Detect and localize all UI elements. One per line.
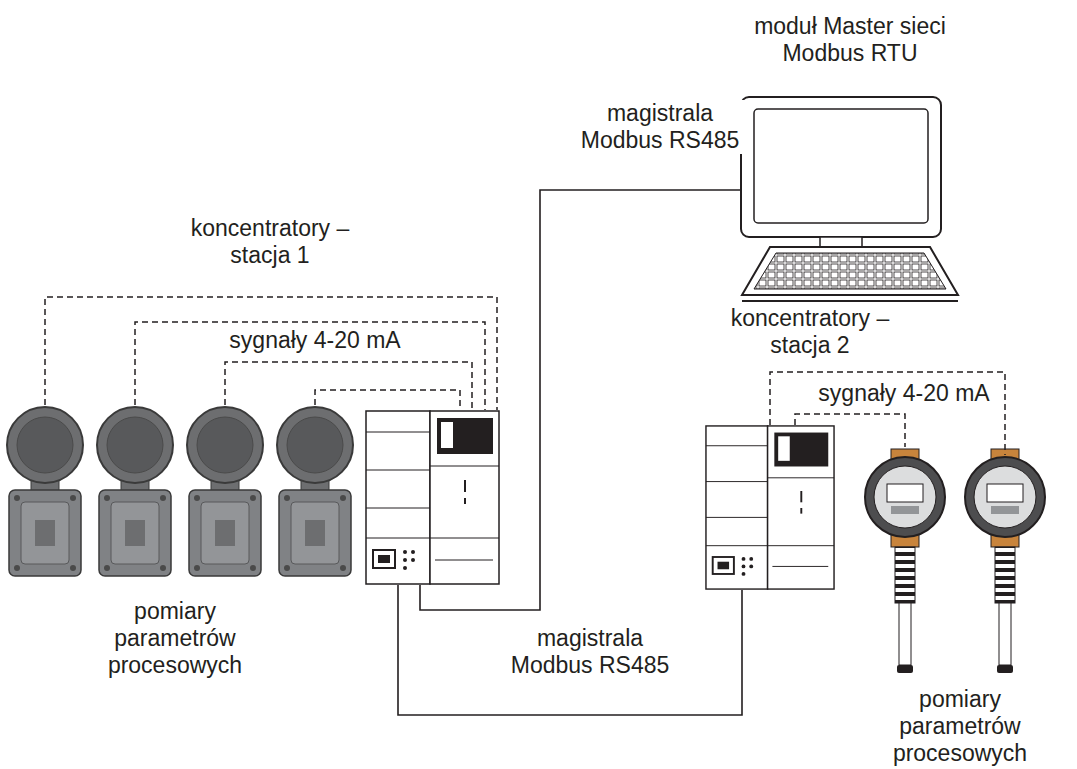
signal-label: sygnały 4-20 mA xyxy=(215,327,415,354)
signal-wire xyxy=(45,297,497,410)
bus-label: magistrala Modbus RS485 xyxy=(570,100,750,154)
master-node: moduł Master sieci Modbus RTU xyxy=(740,95,960,305)
transmitter xyxy=(187,407,263,576)
transmitter xyxy=(865,449,945,673)
caption: pomiary parametrów procesowych xyxy=(880,686,1040,767)
transmitter xyxy=(965,449,1045,673)
signal-label: sygnały 4-20 mA xyxy=(806,380,1002,407)
transmitter xyxy=(7,407,83,576)
station-title: koncentratory – stacja 1 xyxy=(190,215,350,269)
station-title: koncentratory – stacja 2 xyxy=(730,305,890,359)
signal-wire xyxy=(135,322,485,410)
transmitter xyxy=(277,407,353,576)
master-computer xyxy=(740,95,960,305)
transmitter xyxy=(97,407,173,576)
concentrator-device xyxy=(365,410,500,585)
concentrator-node: koncentratory – stacja 1 xyxy=(365,410,500,585)
master-title: moduł Master sieci Modbus RTU xyxy=(735,13,965,67)
signal-wire xyxy=(225,362,472,410)
bus-line xyxy=(398,585,742,715)
pressure-transmitters xyxy=(7,407,353,576)
bus-label: magistrala Modbus RS485 xyxy=(500,625,680,679)
concentrator-device xyxy=(705,425,835,590)
signal-wires xyxy=(45,297,1005,455)
bus-line xyxy=(420,190,740,610)
signal-wire xyxy=(315,390,460,410)
caption: pomiary parametrów procesowych xyxy=(95,598,255,679)
concentrator-node: koncentratory – stacja 2 xyxy=(705,425,835,590)
level-transmitters xyxy=(865,449,1045,673)
